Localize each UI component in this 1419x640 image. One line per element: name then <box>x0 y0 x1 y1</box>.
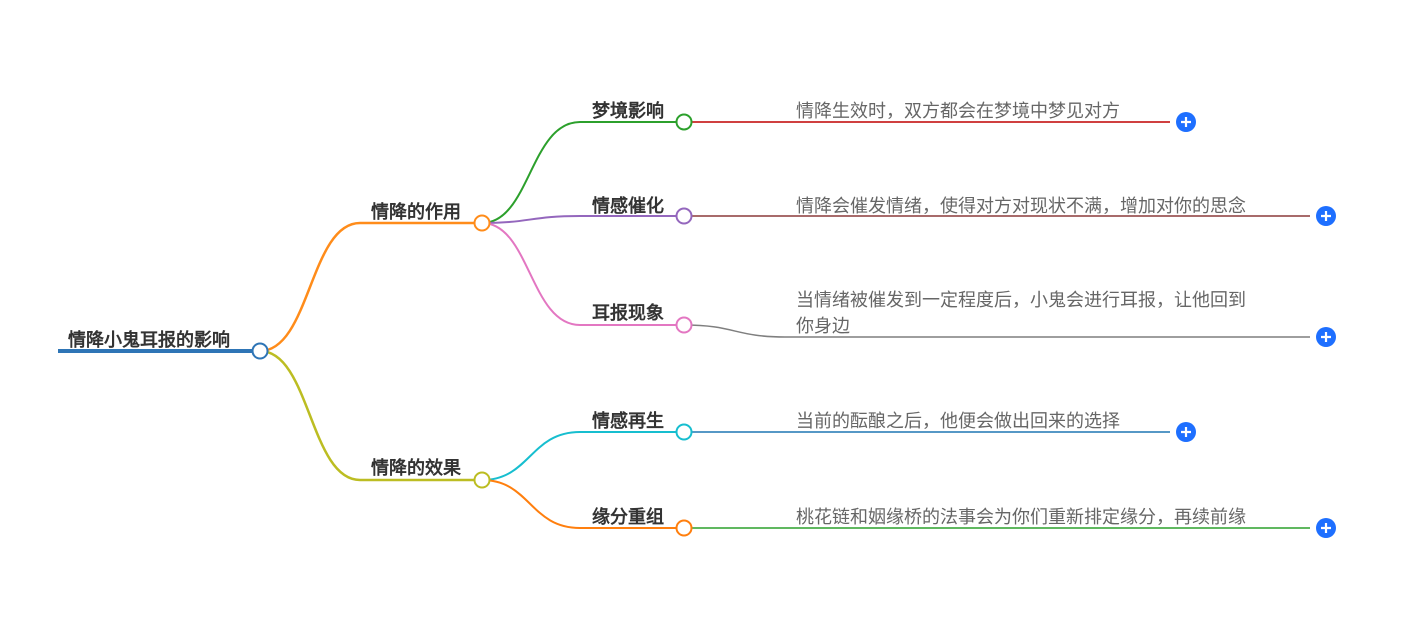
connector-branch1-child-3 <box>481 222 684 326</box>
leaf-text-5: 桃花链和姻缘桥的法事会为你们重新排定缘分，再续前缘 <box>796 507 1246 528</box>
leaf-text-3-line-1: 当情绪被催发到一定程度后，小鬼会进行耳报，让他回到 <box>796 290 1246 311</box>
plus-icon-glyph <box>1321 211 1331 221</box>
child-label-earreport[interactable]: 耳报现象 <box>592 302 664 324</box>
expand-button-5[interactable] <box>1316 518 1336 538</box>
plus-icon-glyph <box>1181 427 1191 437</box>
expand-button-1[interactable] <box>1176 112 1196 132</box>
root-label[interactable]: 情降小鬼耳报的影响 <box>68 329 230 351</box>
connector-leaf-3 <box>683 324 1310 338</box>
expand-button-3[interactable] <box>1316 327 1336 347</box>
connector-root-branch-1 <box>259 221 482 353</box>
root-collapse-toggle[interactable] <box>251 342 269 360</box>
branch-label-2[interactable]: 情降的效果 <box>371 457 462 479</box>
leaf-text-4: 当前的酝酿之后，他便会做出回来的选择 <box>796 411 1120 432</box>
branch-label-1[interactable]: 情降的作用 <box>371 201 461 223</box>
child-label-regen[interactable]: 情感再生 <box>592 410 664 432</box>
connector-root-branch-2 <box>259 349 482 482</box>
branch-2-collapse-toggle[interactable] <box>473 471 491 489</box>
connector-branch2-child-1 <box>481 431 684 481</box>
connector-branch1-child-2 <box>481 215 684 224</box>
plus-icon-glyph <box>1181 117 1191 127</box>
child-label-regroup[interactable]: 缘分重组 <box>592 506 664 528</box>
child-label-dream[interactable]: 梦境影响 <box>592 100 664 122</box>
leaf-text-1: 情降生效时，双方都会在梦境中梦见对方 <box>796 101 1120 122</box>
expand-button-2[interactable] <box>1316 206 1336 226</box>
child-3-collapse-toggle[interactable] <box>675 316 693 334</box>
child-5-collapse-toggle[interactable] <box>675 519 693 537</box>
connector-branch1-child-1 <box>481 121 684 224</box>
expand-button-4[interactable] <box>1176 422 1196 442</box>
connector-branch2-child-2 <box>481 479 684 529</box>
child-label-catalyst[interactable]: 情感催化 <box>592 195 664 217</box>
child-1-collapse-toggle[interactable] <box>675 113 693 131</box>
child-4-collapse-toggle[interactable] <box>675 423 693 441</box>
branch-1-collapse-toggle[interactable] <box>473 214 491 232</box>
plus-icon-glyph <box>1321 523 1331 533</box>
leaf-text-2: 情降会催发情绪，使得对方对现状不满，增加对你的思念 <box>796 195 1246 217</box>
plus-icon-glyph <box>1321 332 1331 342</box>
child-2-collapse-toggle[interactable] <box>675 207 693 225</box>
leaf-text-3-line-2: 你身边 <box>796 316 850 337</box>
